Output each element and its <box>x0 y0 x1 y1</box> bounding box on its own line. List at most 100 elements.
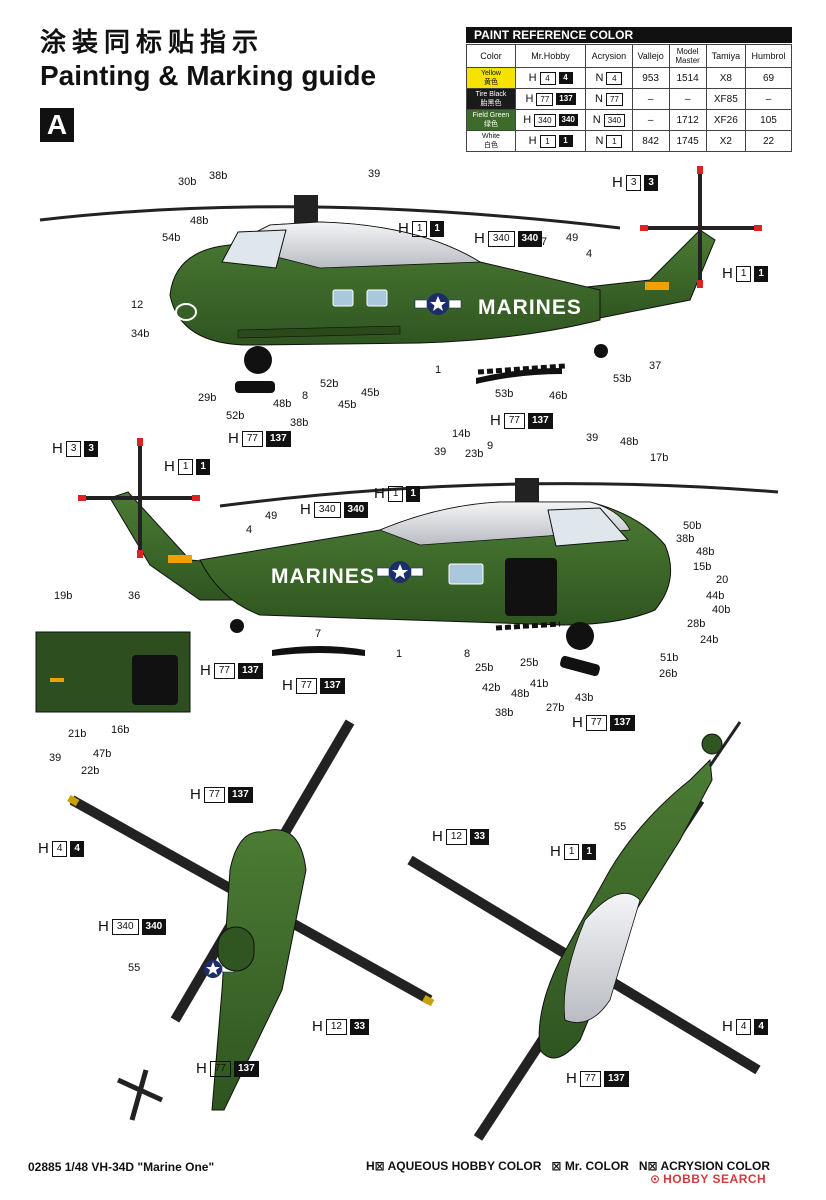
col-mrhobby: Mr.Hobby <box>514 44 587 68</box>
part-number-label: 48b <box>620 436 639 448</box>
part-number-label: 21b <box>68 728 87 740</box>
part-number-label: 39 <box>368 168 381 180</box>
watermark-text: HOBBY SEARCH <box>663 1172 767 1186</box>
part-number-label: 34b <box>131 328 150 340</box>
part-number-label: 20 <box>716 574 729 586</box>
main-rotor-blade <box>219 482 779 508</box>
part-number-label: 48b <box>190 215 209 227</box>
main-wheel <box>566 622 594 650</box>
part-number-label: 40b <box>712 604 731 616</box>
title-english: Painting & Marking guide <box>40 60 377 91</box>
cabin-window <box>448 563 484 585</box>
part-number-label: 45b <box>338 399 357 411</box>
part-number-label: 17b <box>650 452 669 464</box>
part-number-label: 39 <box>434 446 447 458</box>
part-number-label: 52b <box>320 378 339 390</box>
part-number-label: 4 <box>586 248 593 260</box>
cabin-window <box>332 289 354 307</box>
side-view-right <box>78 438 779 677</box>
legend-aqueous: H⊠ AQUEOUS HOBBY COLOR <box>366 1159 542 1173</box>
part-number-label: 25b <box>475 662 494 674</box>
paint-table-title: PAINT REFERENCE COLOR <box>466 27 792 43</box>
part-number-label: 45b <box>361 387 380 399</box>
part-number-label: 41b <box>530 678 549 690</box>
paint-table-header: Color Mr.Hobby Acrysion Vallejo Model Ma… <box>466 44 792 68</box>
part-number-label: 27b <box>546 702 565 714</box>
side-view-left <box>39 166 762 393</box>
part-number-label: 53b <box>613 373 632 385</box>
part-number-label: 8 <box>302 390 309 402</box>
part-number-label: 24b <box>700 634 719 646</box>
part-number-label: 1 <box>435 364 442 376</box>
part-number-label: 29b <box>198 392 217 404</box>
part-number-label: 55 <box>614 821 627 833</box>
part-number-label: 44b <box>706 590 725 602</box>
part-number-label: 55 <box>128 962 141 974</box>
footer-title: 02885 1/48 VH-34D "Marine One" <box>28 1160 214 1174</box>
part-number-label: 52b <box>226 410 245 422</box>
part-number-label: 9 <box>487 440 494 452</box>
part-number-label: 7 <box>315 628 322 640</box>
part-number-label: 16b <box>111 724 130 736</box>
part-number-label: 48b <box>273 398 292 410</box>
part-number-label: 15b <box>693 561 712 573</box>
part-number-label: 8 <box>464 648 471 660</box>
title-chinese: 涂装同标贴指示 <box>40 28 265 58</box>
part-number-label: 51b <box>660 652 679 664</box>
tail-wheel <box>594 344 608 358</box>
part-number-label: 38b <box>495 707 514 719</box>
marines-marking-right: MARINES <box>271 565 375 588</box>
part-number-label: 4 <box>246 524 253 536</box>
watermark: ⊙ HOBBY SEARCH <box>650 1172 766 1186</box>
part-number-label: 38b <box>676 533 695 545</box>
part-number-label: 53b <box>495 388 514 400</box>
part-number-label: 43b <box>575 692 594 704</box>
color-legend: H⊠ AQUEOUS HOBBY COLOR ⊠ Mr. COLOR N⊠ AC… <box>366 1159 770 1173</box>
part-number-label: 42b <box>482 682 501 694</box>
cockpit-window <box>221 229 287 269</box>
step-part <box>476 368 562 384</box>
part-number-label: 48b <box>696 546 715 558</box>
part-number-label: 50b <box>683 520 702 532</box>
part-number-label: 37 <box>649 360 662 372</box>
part-number-label: 28b <box>687 618 706 630</box>
model-master-code: 1745 <box>668 130 707 152</box>
product-code: 02885 <box>28 1160 62 1174</box>
part-number-label: 30b <box>178 176 197 188</box>
tail-wheel <box>230 619 244 633</box>
paint-reference-table: Color Mr.Hobby Acrysion Vallejo Model Ma… <box>466 44 792 152</box>
col-acrysion: Acrysion <box>585 44 633 68</box>
part-number-label: 49 <box>566 232 579 244</box>
part-number-label: 12 <box>131 299 144 311</box>
scale: 1/48 <box>64 1160 89 1174</box>
part-number-label: 38b <box>290 417 309 429</box>
part-number-label: 36 <box>128 590 141 602</box>
fuselage-top <box>211 829 307 1111</box>
col-tamiya: Tamiya <box>705 44 747 68</box>
model-name: VH-34D "Marine One" <box>91 1160 215 1174</box>
part-number-label: 39 <box>586 432 599 444</box>
part-number-label: 19b <box>54 590 73 602</box>
step-part <box>272 646 365 656</box>
